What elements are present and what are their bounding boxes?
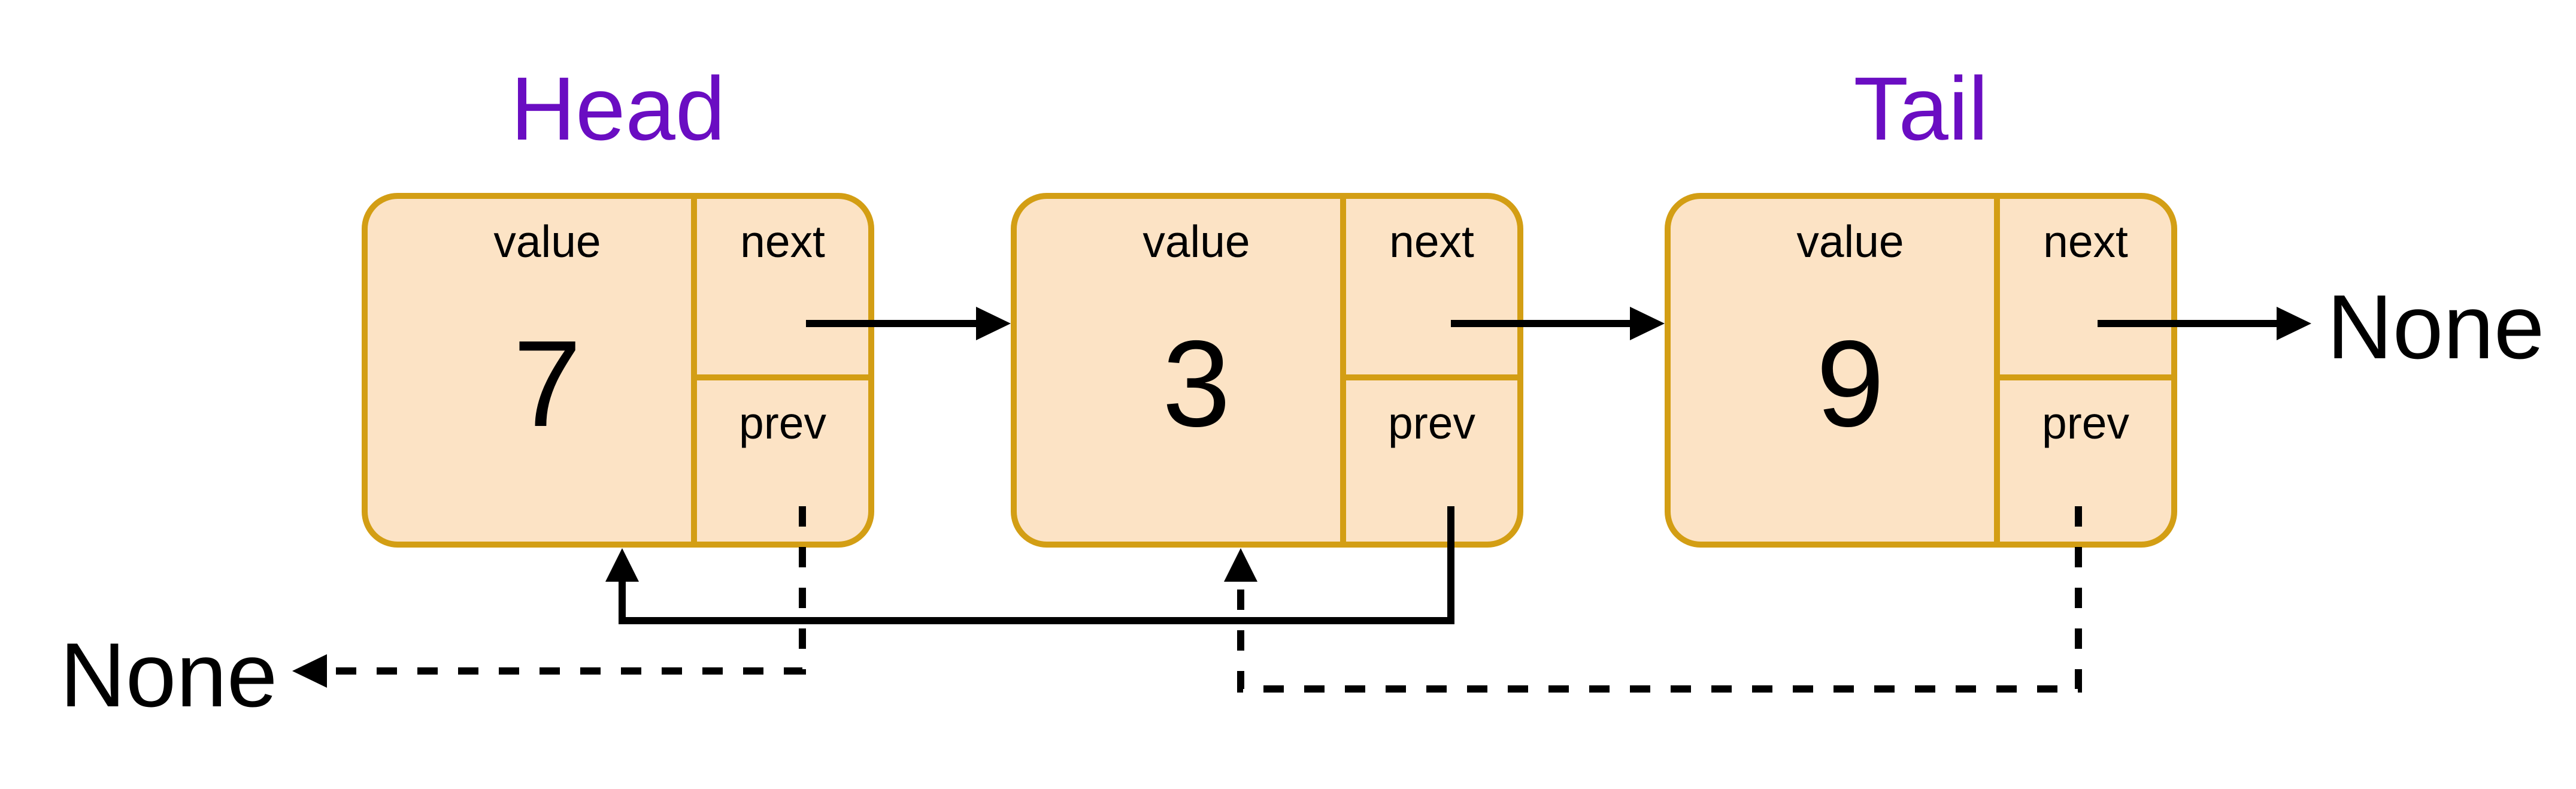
head-label: Head xyxy=(510,58,726,159)
node-3-horizontal-divider xyxy=(1994,374,2171,380)
node-2-vertical-divider xyxy=(1340,199,1346,542)
node-1-value-cell: value 7 xyxy=(368,199,727,542)
node-2-horizontal-divider xyxy=(1340,374,1517,380)
tail-label: Tail xyxy=(1853,58,1989,159)
node-3-vertical-divider xyxy=(1994,199,2000,542)
value-field-label: value xyxy=(1142,216,1250,267)
value-field-label: value xyxy=(493,216,601,267)
node-2-value: 3 xyxy=(1162,315,1231,452)
none-label-prev-of-head: None xyxy=(60,624,278,726)
prev-field-label: prev xyxy=(1388,398,1475,448)
node-3-value-cell: value 9 xyxy=(1671,199,2030,542)
list-node-2: value 3 next prev xyxy=(1011,193,1523,548)
next-field-label: next xyxy=(2043,216,2128,267)
node-1-vertical-divider xyxy=(691,199,697,542)
node-1-prev-cell: prev xyxy=(697,380,868,542)
prev-field-label: prev xyxy=(739,398,826,448)
node-2-prev-cell: prev xyxy=(1346,380,1517,542)
node-1-horizontal-divider xyxy=(691,374,868,380)
list-node-1: value 7 next prev xyxy=(362,193,874,548)
node-3-value: 9 xyxy=(1816,315,1884,452)
list-node-3: value 9 next prev xyxy=(1665,193,2177,548)
node-1-value: 7 xyxy=(513,315,581,452)
node-3-prev-cell: prev xyxy=(2000,380,2171,542)
value-field-label: value xyxy=(1796,216,1904,267)
node-2-value-cell: value 3 xyxy=(1017,199,1376,542)
next-field-label: next xyxy=(1389,216,1474,267)
none-label-next-of-tail: None xyxy=(2327,276,2545,378)
node-3-next-cell: next xyxy=(2000,199,2171,374)
node-2-next-cell: next xyxy=(1346,199,1517,374)
node-1-next-cell: next xyxy=(697,199,868,374)
next-field-label: next xyxy=(740,216,825,267)
prev-field-label: prev xyxy=(2042,398,2129,448)
